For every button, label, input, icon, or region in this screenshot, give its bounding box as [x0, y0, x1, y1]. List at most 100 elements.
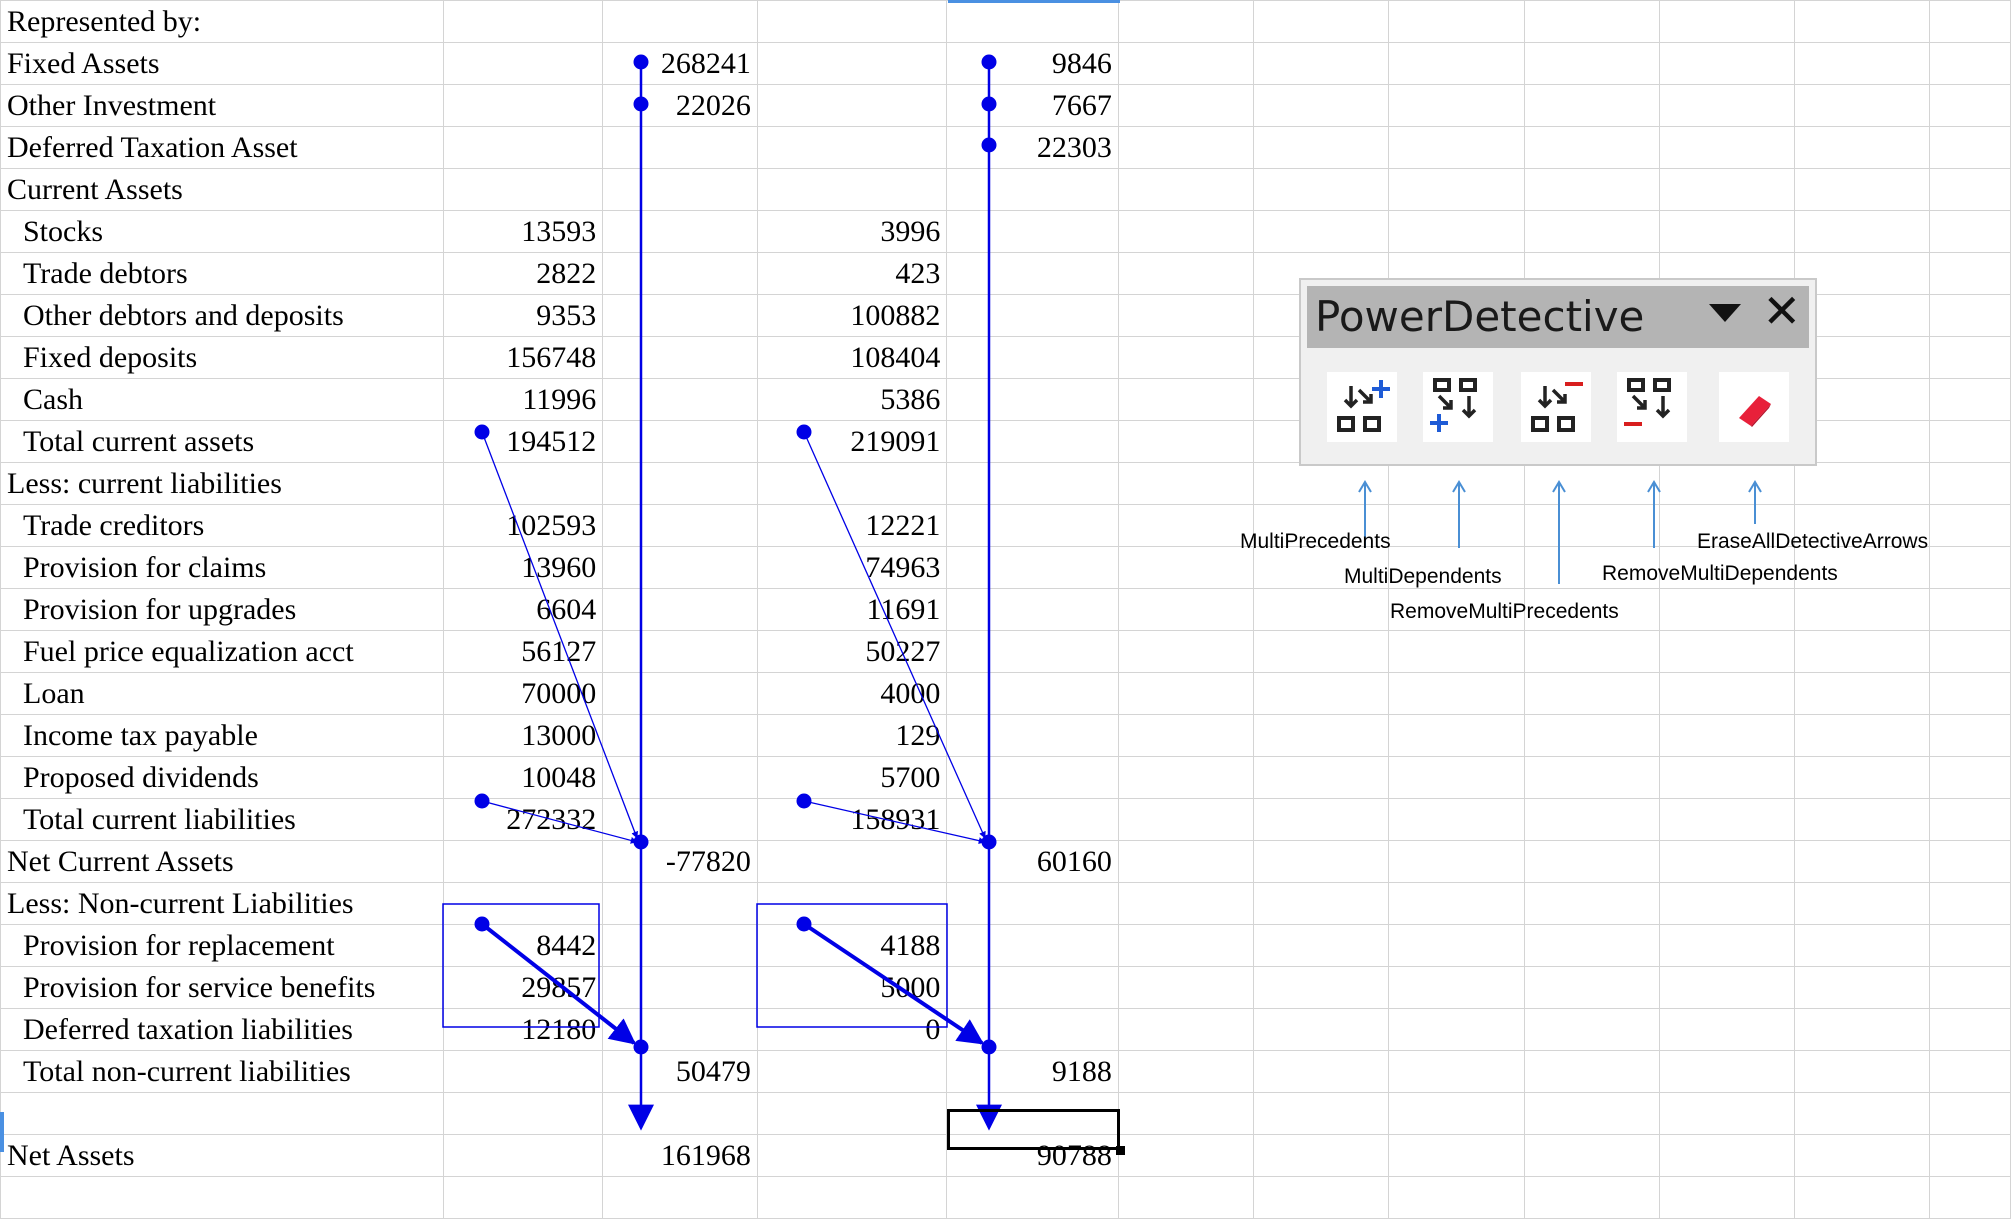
empty-cell[interactable] — [1658, 1050, 1796, 1093]
empty-cell[interactable] — [1117, 798, 1255, 841]
empty-cell[interactable] — [1794, 756, 1931, 799]
value-cell[interactable] — [946, 1092, 1119, 1135]
empty-cell[interactable] — [1117, 294, 1255, 337]
row-label-cell[interactable]: Provision for replacement — [0, 924, 444, 967]
empty-cell[interactable] — [1658, 1008, 1796, 1051]
row-label-cell[interactable]: Less: Non-current Liabilities — [0, 882, 444, 925]
row-label-cell[interactable]: Less: current liabilities — [0, 462, 444, 505]
value-cell[interactable] — [602, 168, 758, 211]
erase-all-detective-arrows-button[interactable] — [1719, 372, 1789, 442]
empty-cell[interactable] — [1794, 1134, 1931, 1177]
remove-multi-dependents-button[interactable] — [1617, 372, 1687, 442]
value-cell[interactable]: 156748 — [442, 336, 604, 379]
empty-cell[interactable] — [1523, 42, 1660, 85]
value-cell[interactable] — [442, 0, 604, 43]
empty-cell[interactable] — [1253, 84, 1390, 127]
row-label-cell[interactable]: Fixed Assets — [0, 42, 444, 85]
empty-cell[interactable] — [1253, 1092, 1390, 1135]
empty-cell[interactable] — [1658, 798, 1796, 841]
empty-cell[interactable] — [1794, 630, 1931, 673]
empty-cell[interactable] — [1253, 966, 1390, 1009]
empty-cell[interactable] — [1658, 882, 1796, 925]
empty-cell[interactable] — [1388, 84, 1525, 127]
empty-cell[interactable] — [1117, 1008, 1255, 1051]
value-cell[interactable]: 22303 — [946, 126, 1119, 169]
empty-cell[interactable] — [1658, 42, 1796, 85]
empty-cell[interactable] — [1929, 588, 2011, 631]
empty-cell[interactable] — [1794, 168, 1931, 211]
empty-cell[interactable] — [1658, 672, 1796, 715]
value-cell[interactable] — [946, 252, 1119, 295]
row-label-cell[interactable]: Other Investment — [0, 84, 444, 127]
row-label-cell[interactable]: Trade creditors — [0, 504, 444, 547]
empty-cell[interactable] — [1658, 924, 1796, 967]
empty-cell[interactable] — [1523, 630, 1660, 673]
row-label-cell[interactable]: Current Assets — [0, 168, 444, 211]
empty-cell[interactable] — [1117, 924, 1255, 967]
empty-cell[interactable] — [1929, 294, 2011, 337]
empty-cell[interactable] — [1253, 714, 1390, 757]
empty-cell[interactable] — [1929, 0, 2011, 43]
empty-cell[interactable] — [1523, 126, 1660, 169]
value-cell[interactable] — [442, 1092, 604, 1135]
empty-cell[interactable] — [1388, 714, 1525, 757]
empty-cell[interactable] — [1794, 672, 1931, 715]
value-cell[interactable]: 22026 — [602, 84, 758, 127]
empty-cell[interactable] — [1253, 546, 1390, 589]
empty-cell[interactable] — [1929, 714, 2011, 757]
empty-cell[interactable] — [1117, 210, 1255, 253]
value-cell[interactable]: 3996 — [756, 210, 948, 253]
empty-cell[interactable] — [1117, 336, 1255, 379]
remove-multi-precedents-button[interactable] — [1521, 372, 1591, 442]
row-label-cell[interactable]: Fuel price equalization acct — [0, 630, 444, 673]
empty-cell[interactable] — [1523, 714, 1660, 757]
empty-cell[interactable] — [1794, 0, 1931, 43]
row-label-cell[interactable]: Provision for claims — [0, 546, 444, 589]
empty-cell[interactable] — [1929, 966, 2011, 1009]
value-cell[interactable] — [442, 84, 604, 127]
empty-cell[interactable] — [1929, 126, 2011, 169]
empty-cell[interactable] — [1929, 336, 2011, 379]
empty-cell[interactable] — [1929, 84, 2011, 127]
value-cell[interactable]: 100882 — [756, 294, 948, 337]
empty-cell[interactable] — [1117, 966, 1255, 1009]
empty-cell[interactable] — [1658, 1134, 1796, 1177]
empty-cell[interactable] — [1929, 1134, 2011, 1177]
empty-cell[interactable] — [1658, 714, 1796, 757]
value-cell[interactable]: 60160 — [946, 840, 1119, 883]
empty-cell[interactable] — [1117, 1050, 1255, 1093]
value-cell[interactable]: 2822 — [442, 252, 604, 295]
empty-cell[interactable] — [1117, 840, 1255, 883]
row-label-cell[interactable]: Proposed dividends — [0, 756, 444, 799]
value-cell[interactable] — [756, 84, 948, 127]
value-cell[interactable]: 268241 — [602, 42, 758, 85]
multi-dependents-button[interactable] — [1423, 372, 1493, 442]
value-cell[interactable]: 5386 — [756, 378, 948, 421]
empty-cell[interactable] — [1253, 1008, 1390, 1051]
value-cell[interactable]: 13593 — [442, 210, 604, 253]
empty-cell[interactable] — [1253, 1134, 1390, 1177]
row-label-cell[interactable]: Other debtors and deposits — [0, 294, 444, 337]
row-label-cell[interactable]: Represented by: — [0, 0, 444, 43]
row-label-cell[interactable]: Net Assets — [0, 1134, 444, 1177]
row-label-cell[interactable]: Loan — [0, 672, 444, 715]
empty-cell[interactable] — [1794, 798, 1931, 841]
value-cell[interactable]: 9353 — [442, 294, 604, 337]
empty-cell[interactable] — [1117, 1134, 1255, 1177]
empty-cell[interactable] — [1117, 42, 1255, 85]
value-cell[interactable] — [602, 294, 758, 337]
empty-cell[interactable] — [1388, 0, 1525, 43]
empty-cell[interactable] — [1253, 588, 1390, 631]
empty-cell[interactable] — [1523, 1092, 1660, 1135]
empty-cell[interactable] — [1794, 714, 1931, 757]
fill-handle[interactable] — [1116, 1146, 1125, 1155]
empty-cell[interactable] — [1253, 0, 1390, 43]
row-label-cell[interactable]: Total current liabilities — [0, 798, 444, 841]
value-cell[interactable] — [756, 126, 948, 169]
toolbar-title[interactable]: PowerDetective — [1307, 286, 1809, 348]
empty-cell[interactable] — [1929, 1092, 2011, 1135]
empty-cell[interactable] — [1929, 924, 2011, 967]
close-icon[interactable]: ✕ — [1762, 284, 1801, 338]
empty-cell[interactable] — [1658, 0, 1796, 43]
row-label-cell[interactable]: Trade debtors — [0, 252, 444, 295]
